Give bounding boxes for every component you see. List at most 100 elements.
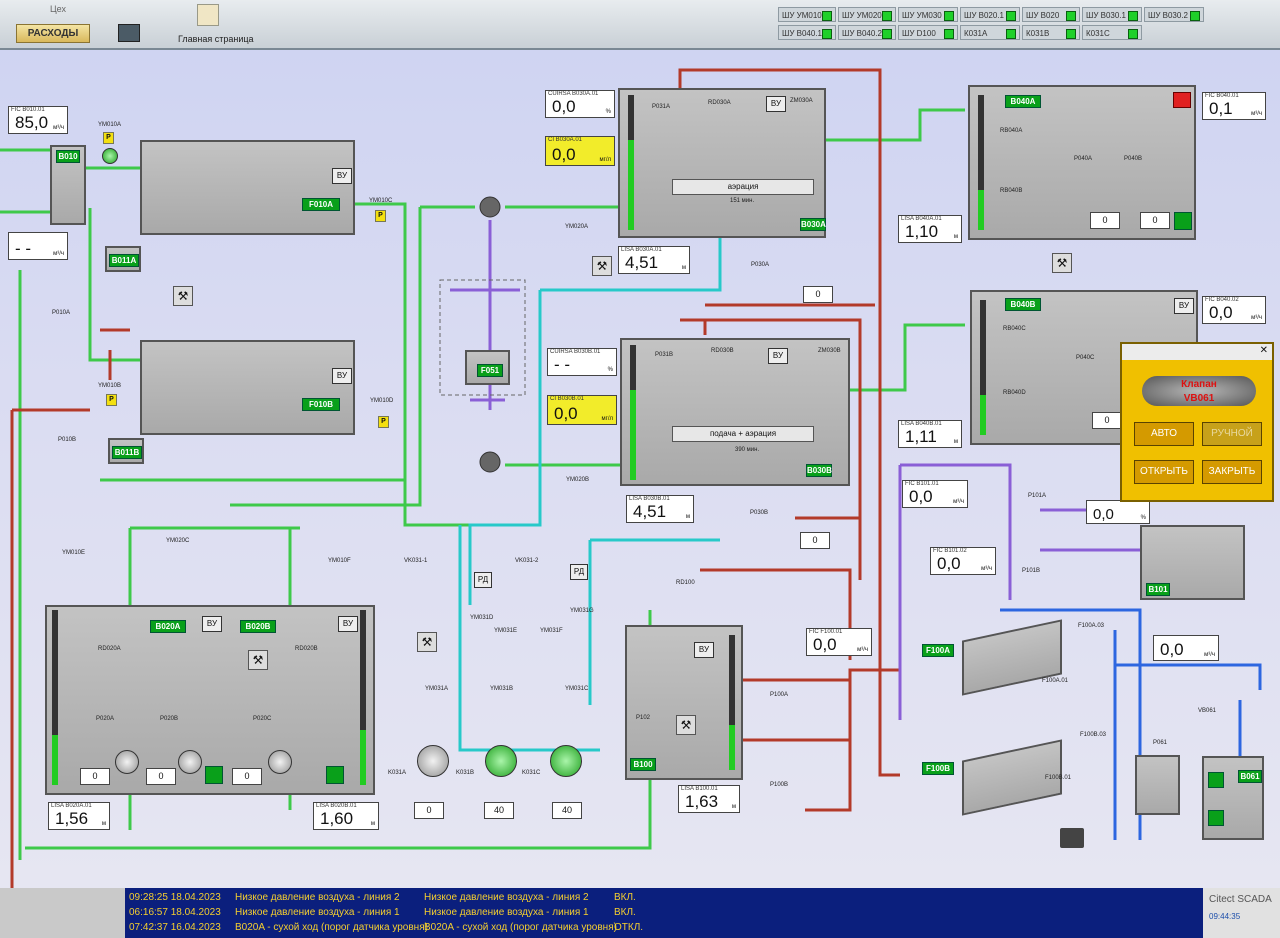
p020c-pump-icon[interactable] [268, 750, 292, 774]
wrench-icon[interactable]: ⚒ [1052, 253, 1072, 273]
p061-pump[interactable] [1135, 755, 1180, 815]
status-led [822, 11, 832, 21]
run-indicator [1208, 772, 1224, 788]
rd-box[interactable]: РД [570, 564, 588, 580]
wrench-icon[interactable]: ⚒ [592, 256, 612, 276]
f010b-screw-press[interactable]: F010B ВУ [140, 340, 355, 435]
cart-icon [1060, 828, 1084, 848]
wrench-icon[interactable]: ⚒ [676, 715, 696, 735]
brand-name: Citect SCADA [1209, 894, 1272, 905]
fic-b040-01-display[interactable]: FIC B040.01 0,1 м³/ч [1202, 92, 1266, 120]
switch-k031b[interactable]: К031В [1022, 25, 1080, 40]
popup-title: Клапан VB061 [1142, 376, 1256, 406]
taskbar-tray [0, 888, 125, 938]
fic-b101-02-display[interactable]: FIC B101.02 0,0 м³/ч [930, 547, 996, 575]
vu-button[interactable]: ВУ [202, 616, 222, 632]
fic-b101-01-display[interactable]: FIC B101.01 0,0 м³/ч [902, 480, 968, 508]
wrench-icon[interactable]: ⚒ [248, 650, 268, 670]
status-led [944, 29, 954, 39]
vu-button[interactable]: ВУ [332, 368, 352, 384]
b010-tank[interactable]: B010 [50, 145, 86, 225]
status-led [1006, 11, 1016, 21]
b030b-level-bar [630, 345, 636, 480]
ci-b030b-display[interactable]: CI B030B.01 0,0 мг/л [547, 395, 617, 425]
f051-tank[interactable]: F051 [465, 350, 510, 385]
close-icon[interactable]: ✕ [1259, 345, 1268, 356]
ci-b030a-display[interactable]: CI B030A.01 0,0 мг/л [545, 136, 615, 166]
brand-panel: Citect SCADA 09:44:35 [1203, 888, 1280, 938]
lisa-b030a-display[interactable]: LISA B030A.01 4,51 м [618, 246, 690, 274]
lisa-b040a-display[interactable]: LISA B040A.01 1,10 м [898, 215, 962, 243]
p020a-counter: 0 [80, 768, 110, 785]
f010a-screw-press[interactable]: F010A ВУ [140, 140, 355, 235]
k031a-counter: 0 [414, 802, 444, 819]
lisa-b040b-display[interactable]: LISA B040B.01 1,11 м [898, 420, 962, 448]
p030b-counter: 0 [800, 532, 830, 549]
wrench-icon[interactable]: ⚒ [417, 632, 437, 652]
p020a-pump-icon[interactable] [115, 750, 139, 774]
lisa-b020b-display[interactable]: LISA B020B.01 1,60 м [313, 802, 379, 830]
switch-d100[interactable]: ШУ D100 [898, 25, 958, 40]
switch-b040-2[interactable]: ШУ В040.2 [838, 25, 896, 40]
rd-box[interactable]: РД [474, 572, 492, 588]
vu-button[interactable]: ВУ [332, 168, 352, 184]
cuirsa-b030b-display[interactable]: CUIRSA B030B.01 - - % [547, 348, 617, 376]
switch-b040-1[interactable]: ШУ В040.1 [778, 25, 836, 40]
lisa-b020a-display[interactable]: LISA B020A.01 1,56 м [48, 802, 110, 830]
fic-2-display[interactable]: - - м³/ч [8, 232, 68, 260]
switch-ym030[interactable]: ШУ УМ030 [898, 7, 958, 22]
p020c-counter: 0 [232, 768, 262, 785]
open-button[interactable]: ОТКРЫТЬ [1134, 460, 1194, 484]
status-led [1128, 11, 1138, 21]
k031c-blower-icon[interactable] [550, 745, 582, 777]
b020-tank-block [45, 605, 375, 795]
run-indicator [1174, 212, 1192, 230]
switch-b030-2[interactable]: ШУ В030.2 [1144, 7, 1204, 22]
switch-b030-1[interactable]: ШУ В030.1 [1082, 7, 1142, 22]
vu-button[interactable]: ВУ [338, 616, 358, 632]
wrench-icon[interactable]: ⚒ [173, 286, 193, 306]
b040b-level-bar [980, 300, 986, 435]
switch-ym010[interactable]: ШУ УМ010 [778, 7, 836, 22]
run-indicator [1208, 810, 1224, 826]
switch-k031c[interactable]: К031С [1082, 25, 1142, 40]
switch-b020-1[interactable]: ШУ В020.1 [960, 7, 1020, 22]
b011a-tank[interactable]: B011A [105, 246, 141, 272]
switch-ym020[interactable]: ШУ УМ020 [838, 7, 896, 22]
run-indicator [326, 766, 344, 784]
auto-button[interactable]: АВТО [1134, 422, 1194, 446]
fic-b010-display[interactable]: FIC B010.01 85,0 м³/ч [8, 106, 68, 134]
b100-level-bar [729, 635, 735, 770]
clock: 09:44:35 [1209, 912, 1241, 921]
k031a-blower-icon[interactable] [417, 745, 449, 777]
p020b-pump-icon[interactable] [178, 750, 202, 774]
switch-b020[interactable]: ШУ В020 [1022, 7, 1080, 22]
vu-button[interactable]: ВУ [766, 96, 786, 112]
ym010a-valve-icon[interactable] [102, 148, 118, 164]
switch-k031a[interactable]: К031А [960, 25, 1020, 40]
fic-b040-02-display[interactable]: FIC B040.02 0,0 м³/ч [1202, 296, 1266, 324]
alarm-indicator [1173, 92, 1191, 108]
home-label[interactable]: Главная страница [178, 34, 254, 44]
close-button[interactable]: ЗАКРЫТЬ [1202, 460, 1262, 484]
b030a-tank [618, 88, 826, 238]
manual-button[interactable]: РУЧНОЙ [1202, 422, 1262, 446]
k031b-blower-icon[interactable] [485, 745, 517, 777]
status-led [882, 29, 892, 39]
fic-f100-display[interactable]: FIC F100.01 0,0 м³/ч [806, 628, 872, 656]
fic-right-display[interactable]: 0,0 м³/ч [1153, 635, 1219, 661]
p020b-counter: 0 [146, 768, 176, 785]
rashody-button[interactable]: РАСХОДЫ [16, 24, 90, 43]
b101-percent-display[interactable]: 0,0 % [1086, 500, 1150, 524]
grid-icon[interactable] [118, 24, 140, 42]
b030a-level-bar [628, 95, 634, 230]
cuirsa-b030a-display[interactable]: CUIRSA B030A.01 0,0 % [545, 90, 615, 118]
process-mimic: FIC B010.01 85,0 м³/ч - - м³/ч B010 YM01… [0, 50, 1280, 888]
b011b-tank[interactable]: B011B [108, 438, 144, 464]
lisa-b100-display[interactable]: LISA B100.01 1,63 м [678, 785, 740, 813]
vu-button[interactable]: ВУ [694, 642, 714, 658]
vu-button[interactable]: ВУ [768, 348, 788, 364]
vu-button[interactable]: ВУ [1174, 298, 1194, 314]
lisa-b030b-display[interactable]: LISA B030B.01 4,51 м [626, 495, 694, 523]
home-icon[interactable] [197, 4, 219, 26]
